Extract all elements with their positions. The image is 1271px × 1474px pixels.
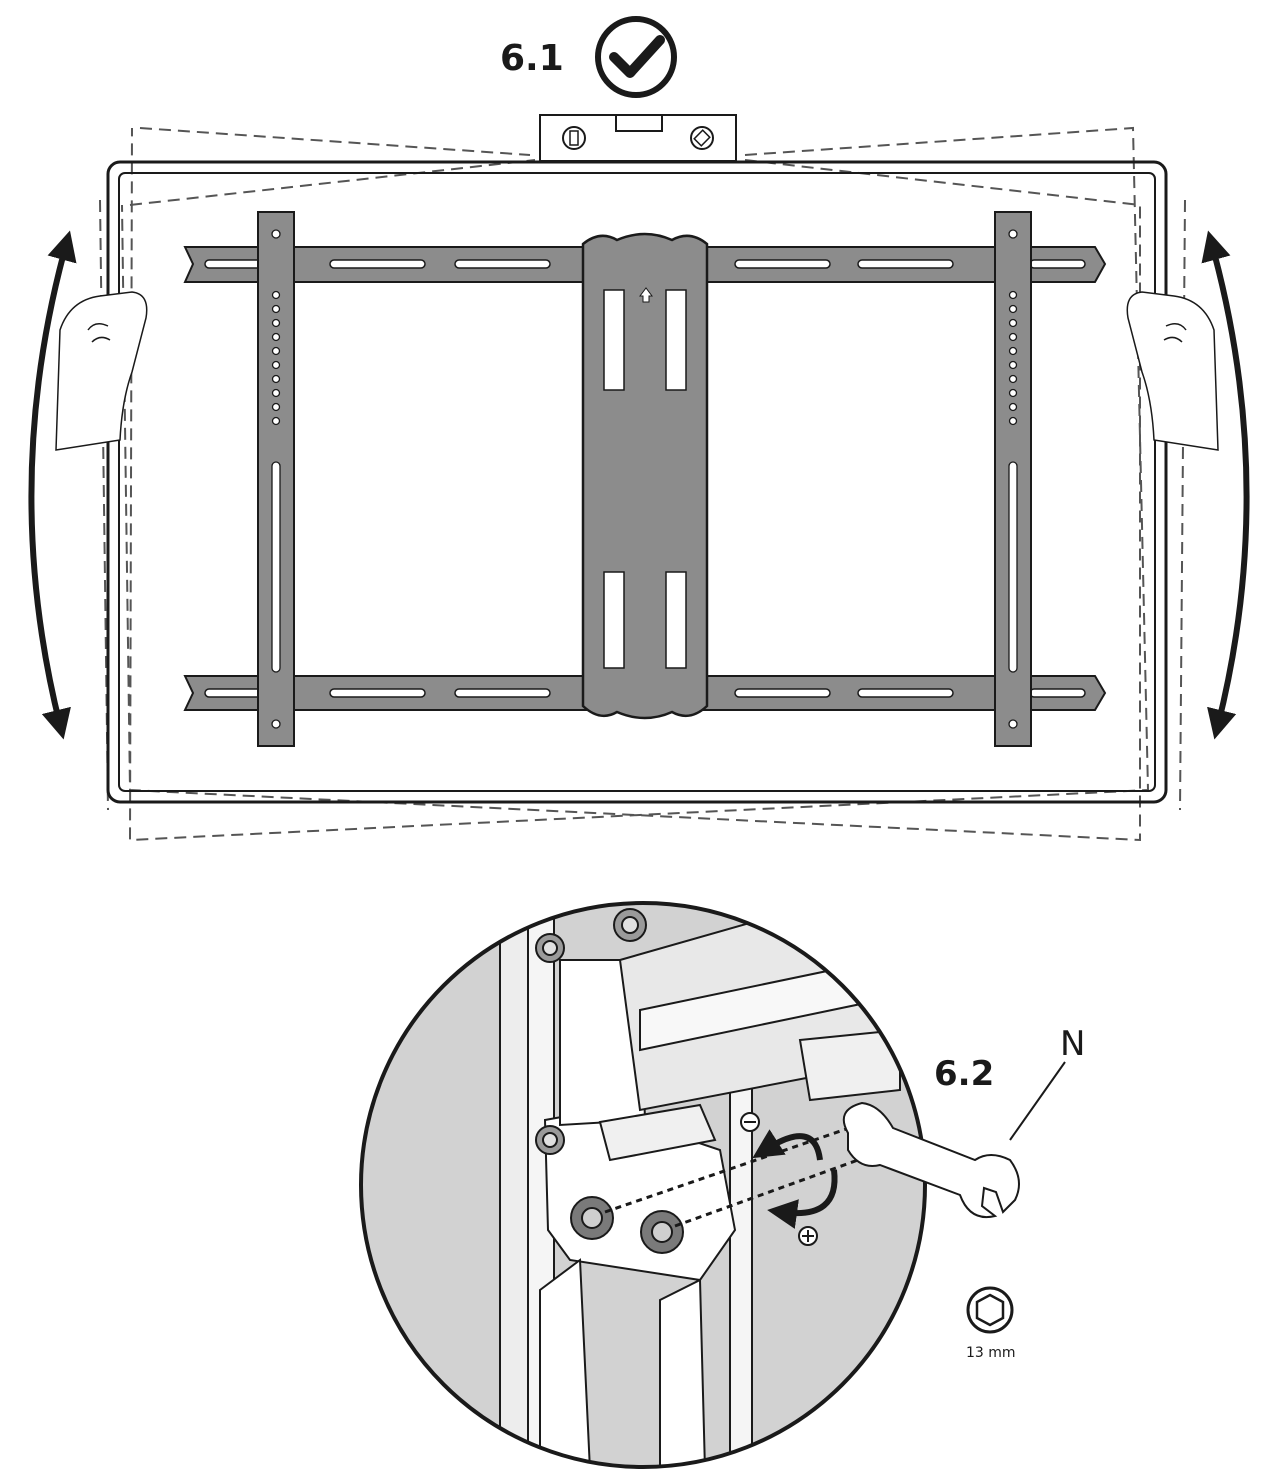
- bolts: [535, 908, 684, 1254]
- wrench: [842, 1061, 1066, 1218]
- part-label-wrench: N: [1060, 1024, 1086, 1064]
- tv-bracket-arms: [257, 211, 1032, 747]
- detail-circle: [359, 901, 927, 1469]
- step-label-6-1: 6.1: [500, 38, 564, 79]
- rotate-arrows-icon: [752, 1129, 838, 1229]
- hex-socket-icon: [966, 1286, 1014, 1334]
- plus-circle-icon: [798, 1226, 818, 1246]
- socket-size-label: 13 mm: [966, 1345, 1016, 1361]
- spirit-level-icon: [539, 114, 737, 162]
- rotation-arrows: [28, 230, 1250, 740]
- dashed-axis: [604, 1123, 859, 1228]
- tv-frame: [106, 160, 1168, 804]
- minus-circle-icon: [740, 1112, 760, 1132]
- wall-plate: [183, 232, 1107, 720]
- hands: [55, 291, 1219, 451]
- check-circle-icon: [595, 16, 677, 98]
- step-label-6-2: 6.2: [934, 1054, 995, 1094]
